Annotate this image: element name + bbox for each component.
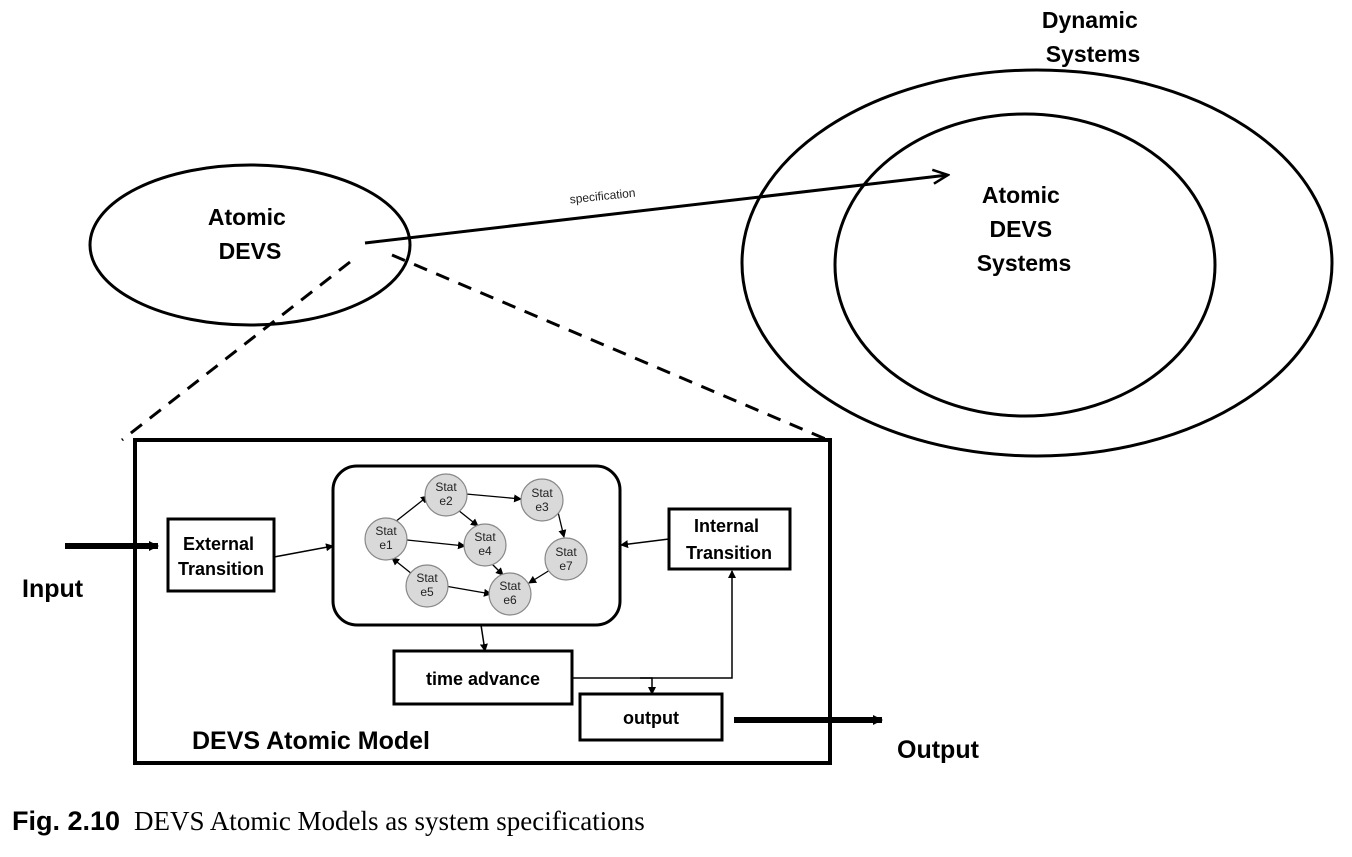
- dynamic-systems-ellipse: [740, 68, 1334, 458]
- atomic-devs-ellipse: [88, 163, 412, 327]
- output-label: Output: [897, 736, 980, 764]
- time-advance-to-output-arrow: [640, 677, 656, 695]
- specification-arrow: [364, 175, 948, 245]
- transition-e3-e7: [557, 511, 567, 538]
- transition-e7-e6: [528, 569, 551, 584]
- transition-e1-e2: [394, 495, 429, 523]
- transition-e1-e4: [406, 539, 466, 550]
- figure-caption-text: DEVS Atomic Models as system specificati…: [134, 806, 645, 836]
- devs-diagram: Dynamic Systems Atomic DEVS Systems Atom…: [22, 7, 1334, 765]
- input-label: Input: [22, 575, 84, 603]
- zoom-line-left: [121, 260, 351, 442]
- atomic-devs-systems-label: Atomic DEVS Systems: [977, 182, 1072, 276]
- atomic-devs-systems-ellipse: [833, 112, 1217, 418]
- states-to-time-advance-arrow: [479, 624, 488, 652]
- atomic-devs-label: Atomic DEVS: [208, 204, 292, 264]
- time-advance-box: [392, 649, 574, 706]
- internal-transition-label: Internal Transition: [686, 516, 772, 563]
- figure-caption-label: Fig. 2.10: [12, 806, 121, 836]
- time-advance-to-internal-arrow: [572, 570, 736, 679]
- devs-atomic-model-title: DEVS Atomic Model: [192, 727, 430, 755]
- dynamic-systems-label: Dynamic Systems: [1042, 7, 1144, 67]
- transition-e5-e6: [444, 585, 492, 597]
- ext-to-states-arrow: [273, 543, 334, 558]
- output-box-label: output: [623, 708, 679, 728]
- int-to-states-arrow: [620, 538, 670, 549]
- transition-e5-e1: [391, 557, 413, 575]
- zoom-line-right: [391, 253, 829, 442]
- figure-caption: Fig. 2.10 DEVS Atomic Models as system sp…: [12, 806, 645, 837]
- time-advance-label: time advance: [426, 669, 540, 689]
- transition-e2-e4: [457, 509, 479, 527]
- output-box: [578, 692, 724, 742]
- specification-label: specification: [569, 186, 636, 207]
- external-transition-label: External Transition: [178, 534, 264, 579]
- external-transition-box: [166, 517, 276, 593]
- transition-e2-e3: [465, 493, 522, 503]
